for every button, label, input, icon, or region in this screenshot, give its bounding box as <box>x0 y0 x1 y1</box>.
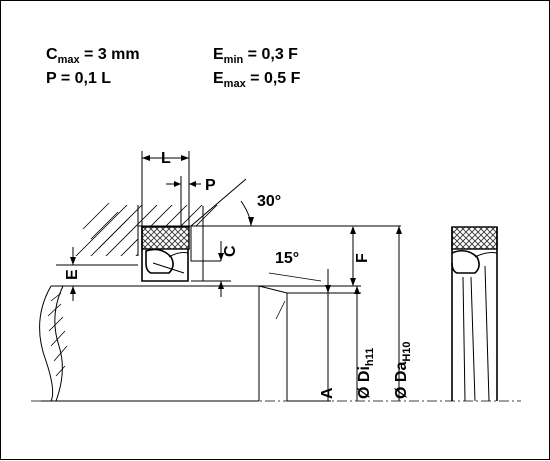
dim-L-label: L <box>161 150 171 167</box>
svg-text:Emin = 0,3 F: Emin = 0,3 F <box>213 46 298 66</box>
dimension-C <box>191 241 231 297</box>
dimension-F <box>350 226 356 286</box>
shaft <box>39 285 361 402</box>
angle-30-lines <box>190 178 254 227</box>
formula-e-max: Emax = 0,5 F <box>213 70 301 90</box>
dimension-Da <box>396 226 402 401</box>
dimension-Di <box>354 286 360 401</box>
dim-Da-label: Ø DaH10 <box>393 341 413 399</box>
svg-text:Emax = 0,5 F: Emax = 0,5 F <box>213 70 301 90</box>
dim-E-label: E <box>64 269 81 280</box>
shaft-chamfer <box>258 272 361 401</box>
dimension-E <box>56 247 138 301</box>
dim-P-label: P <box>205 177 216 194</box>
seal-section-right <box>451 226 498 402</box>
formula-p: P = 0,1 L <box>46 70 111 87</box>
dim-C-label: C <box>222 245 239 257</box>
housing-hatch-left <box>82 202 128 249</box>
angle-30-label: 30° <box>257 193 281 210</box>
angle-15-label: 15° <box>275 250 299 267</box>
dim-Di-label: Ø Dih11 <box>356 348 376 399</box>
seal-section <box>141 226 190 282</box>
formula-e-min: Emin = 0,3 F <box>213 46 298 66</box>
dim-A-label: A <box>319 387 336 399</box>
dim-F-label: F <box>354 253 371 263</box>
svg-text:Cmax = 3 mm: Cmax = 3 mm <box>46 46 140 66</box>
formula-c-max: Cmax = 3 mm <box>46 46 140 66</box>
dimension-P <box>166 176 204 281</box>
svg-text:P = 0,1 L: P = 0,1 L <box>46 70 111 87</box>
dimension-A <box>287 269 331 402</box>
